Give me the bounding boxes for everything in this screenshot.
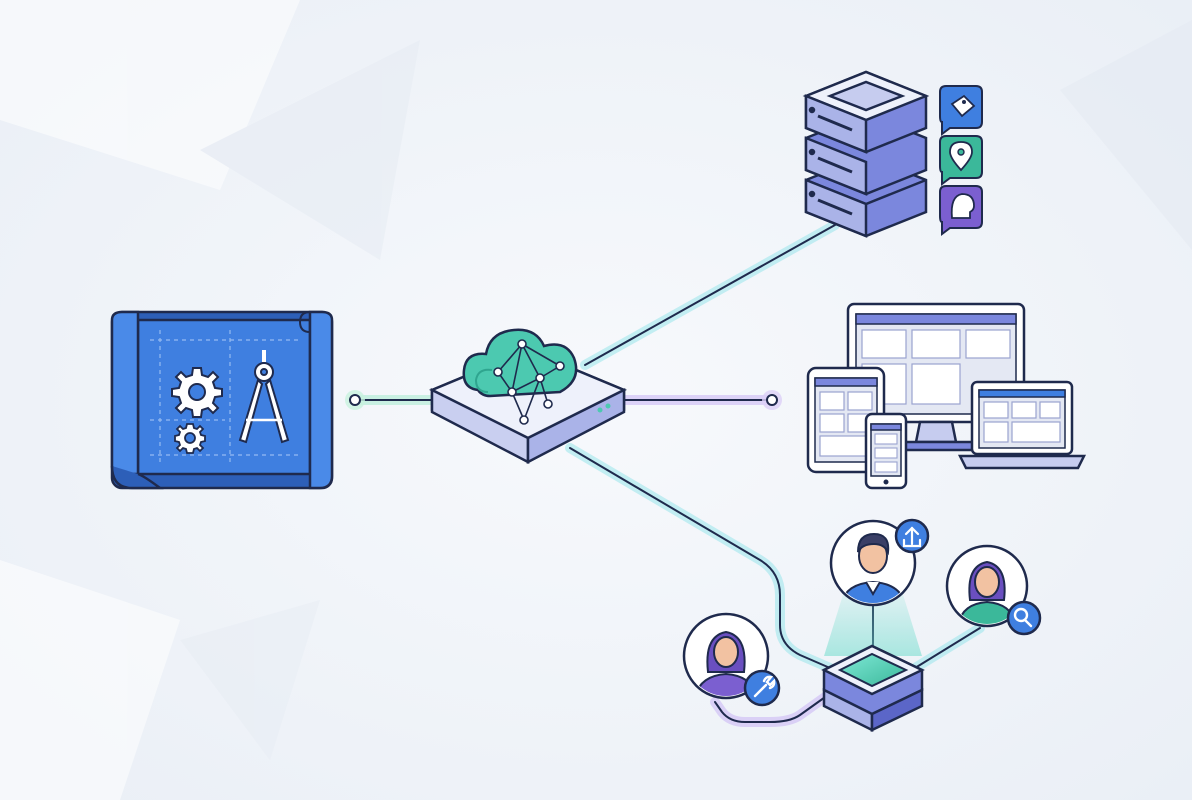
user-hub-pad bbox=[821, 644, 925, 733]
wrench-icon bbox=[753, 675, 776, 698]
location-pin-icon bbox=[949, 141, 973, 172]
link-pad-user-right bbox=[910, 623, 985, 673]
user-avatar-left bbox=[682, 612, 781, 707]
cloud-hub bbox=[428, 328, 628, 465]
wrench-badge bbox=[743, 669, 781, 707]
search-icon bbox=[1013, 607, 1033, 628]
search-badge bbox=[1006, 600, 1042, 636]
connections bbox=[345, 220, 985, 727]
database-server bbox=[802, 70, 930, 238]
monitor-icon bbox=[846, 302, 1026, 452]
tag-icon bbox=[950, 94, 976, 118]
laptop-icon bbox=[957, 380, 1087, 470]
upload-badge bbox=[894, 518, 930, 554]
link-hub-users bbox=[565, 443, 835, 673]
user-avatar-top bbox=[829, 518, 930, 607]
link-hub-database bbox=[580, 220, 840, 370]
user-profile-icon bbox=[950, 193, 975, 219]
compass-icon bbox=[238, 350, 290, 444]
upload-icon bbox=[902, 526, 922, 548]
devices-group bbox=[806, 302, 1087, 490]
link-pad-user-left bbox=[710, 685, 840, 727]
link-hub-devices bbox=[617, 390, 782, 410]
location-badge bbox=[939, 135, 983, 186]
link-blueprint-hub bbox=[345, 390, 443, 410]
cloud-icon bbox=[462, 328, 578, 425]
user-avatar-right bbox=[945, 544, 1042, 636]
gear-icon bbox=[171, 367, 223, 418]
gear-small-icon bbox=[174, 423, 206, 454]
profile-badge bbox=[939, 185, 983, 236]
tag-badge bbox=[939, 85, 983, 136]
phone-icon bbox=[864, 412, 908, 490]
blueprint-scroll bbox=[110, 310, 334, 490]
